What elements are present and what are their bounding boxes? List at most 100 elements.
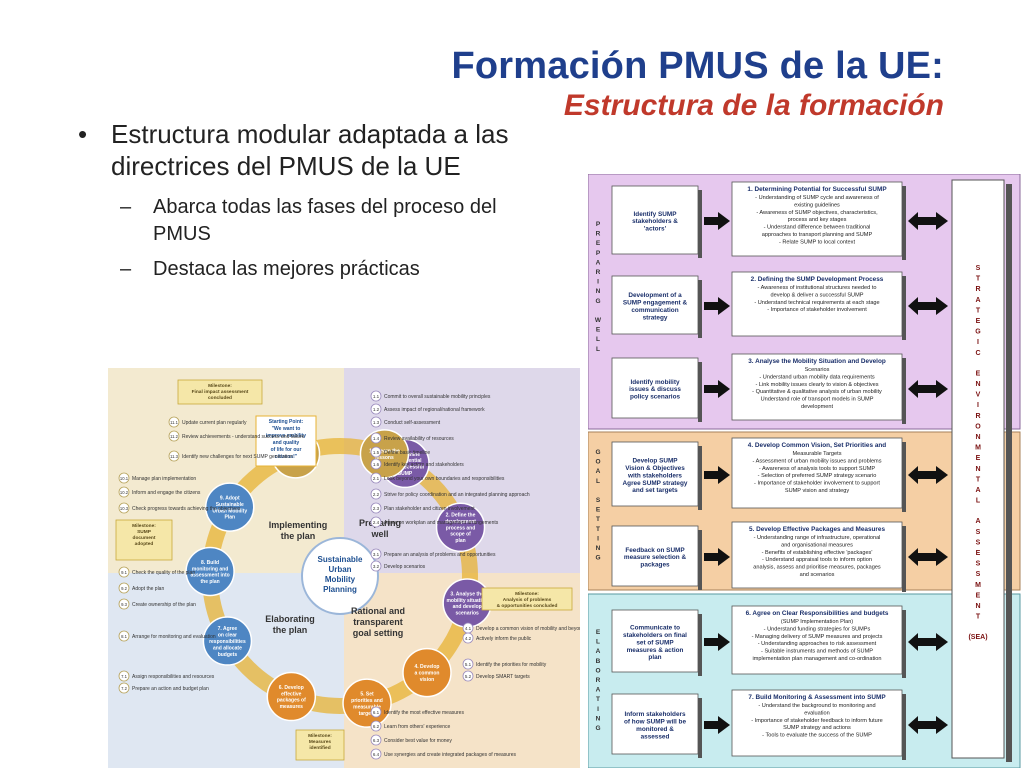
activity-text: Develop scenarios xyxy=(384,564,426,570)
phase-letter: A xyxy=(596,468,601,475)
arrow-body xyxy=(704,471,718,479)
module-title: 5. Develop Effective Packages and Measur… xyxy=(749,526,885,533)
activity-bullet xyxy=(370,488,382,500)
phase-letter: E xyxy=(596,629,601,636)
sea-letter: R xyxy=(975,286,980,293)
module-box-shadow xyxy=(902,610,906,678)
activity-box-shadow xyxy=(698,362,702,422)
arrow-right-icon xyxy=(936,297,948,315)
activity-bullet xyxy=(118,598,130,610)
module-lines: Measurable Targets- Assessment of urban … xyxy=(752,451,881,494)
activity-bullet xyxy=(118,566,130,578)
phase-letter: G xyxy=(595,555,600,562)
phase-letter: N xyxy=(596,715,601,722)
activity-box-shadow xyxy=(698,698,702,758)
activity-box-shadow xyxy=(698,280,702,338)
activity-text: Arrange for monitoring and evaluation xyxy=(132,634,216,640)
activity-bullet xyxy=(370,432,382,444)
activity-id: 1.4 xyxy=(373,436,380,441)
activity-text: Develop SMART targets xyxy=(476,674,530,680)
sea-letter: T xyxy=(976,476,981,483)
activity-text: Identify the most effective measures xyxy=(384,710,464,716)
arrow-body xyxy=(918,302,936,310)
activity-text: Identify the priorities for mobility xyxy=(476,662,547,668)
phase-letter: A xyxy=(596,687,601,694)
activity-id: 1.2 xyxy=(373,407,380,412)
activity-id: 10.2 xyxy=(120,490,129,495)
arrow-body xyxy=(704,638,718,646)
phase-letter: O xyxy=(595,667,600,674)
activity-bullet xyxy=(118,630,130,642)
activity-box xyxy=(611,693,699,755)
sea-letter: M xyxy=(975,445,981,452)
arrow-body xyxy=(704,385,718,393)
sea-letter: L xyxy=(976,498,981,505)
phase-letter: I xyxy=(597,535,599,542)
arrow-right-icon xyxy=(718,297,730,315)
step-circle xyxy=(266,671,317,722)
phase-letter: R xyxy=(596,231,601,238)
activity-id: 10.1 xyxy=(120,476,129,481)
activity-text: Define basic timeline xyxy=(384,450,430,456)
activity-id: 9.1 xyxy=(121,570,127,575)
module-title: 6. Agree on Clear Responsibilities and b… xyxy=(746,610,889,617)
arrow-body xyxy=(704,721,718,729)
activity-bullet xyxy=(370,516,382,528)
activity-bullet xyxy=(118,670,130,682)
activity-text: Develop a common vision of mobility and … xyxy=(476,626,580,632)
activity-text: Check the quality of the plan xyxy=(132,570,195,576)
activity-id: 2.1 xyxy=(373,476,380,481)
sea-letter: S xyxy=(976,539,981,546)
arrow-left-icon xyxy=(908,548,918,566)
sea-letter: T xyxy=(976,307,981,314)
activity-id: 6.3 xyxy=(373,738,380,743)
sea-letter: O xyxy=(975,423,981,430)
phase-letter: N xyxy=(596,545,601,552)
sea-letter: A xyxy=(975,297,980,304)
activity-text: Update current plan regularly xyxy=(182,420,247,426)
phase-letter: R xyxy=(596,269,601,276)
activity-id: 5.2 xyxy=(465,674,472,679)
slide-subtitle: Estructura de la formación xyxy=(563,89,944,122)
activity-id: 7.1 xyxy=(121,674,127,679)
activity-id: 9.3 xyxy=(121,602,127,607)
milestone-box xyxy=(115,519,173,561)
sea-letter: A xyxy=(975,518,980,525)
bullet-main: • Estructura modular adaptada a las dire… xyxy=(78,118,518,182)
activity-bullet xyxy=(118,472,130,484)
arrow-right-icon xyxy=(718,380,730,398)
activity-box xyxy=(611,525,699,587)
activity-bullet xyxy=(118,486,130,498)
module-title: 3. Analyse the Mobility Situation and De… xyxy=(748,358,886,365)
arrow-right-icon xyxy=(718,212,730,230)
activity-bullet xyxy=(462,670,474,682)
phase-letter: O xyxy=(595,459,600,466)
activity-id: 1.1 xyxy=(373,394,380,399)
activity-id: 6.4 xyxy=(373,752,380,757)
activity-text: Review availability of resources xyxy=(384,436,454,442)
sea-letter: I xyxy=(977,339,979,346)
activity-bullet xyxy=(370,502,382,514)
activity-id: 1.3 xyxy=(373,420,380,425)
arrow-body xyxy=(704,553,718,561)
module-lines: (SUMP Implementation Plan)- Understand f… xyxy=(752,619,883,662)
arrow-body xyxy=(918,471,936,479)
arrow-left-icon xyxy=(908,212,918,230)
sea-letter: (SEA) xyxy=(968,634,987,641)
sea-letter: N xyxy=(975,603,980,610)
arrow-right-icon xyxy=(936,466,948,484)
sea-letter: R xyxy=(975,413,980,420)
slide-title: Formación PMUS de la UE: xyxy=(451,45,944,87)
activity-id: 11.1 xyxy=(170,420,179,425)
activity-box-shadow xyxy=(698,190,702,258)
